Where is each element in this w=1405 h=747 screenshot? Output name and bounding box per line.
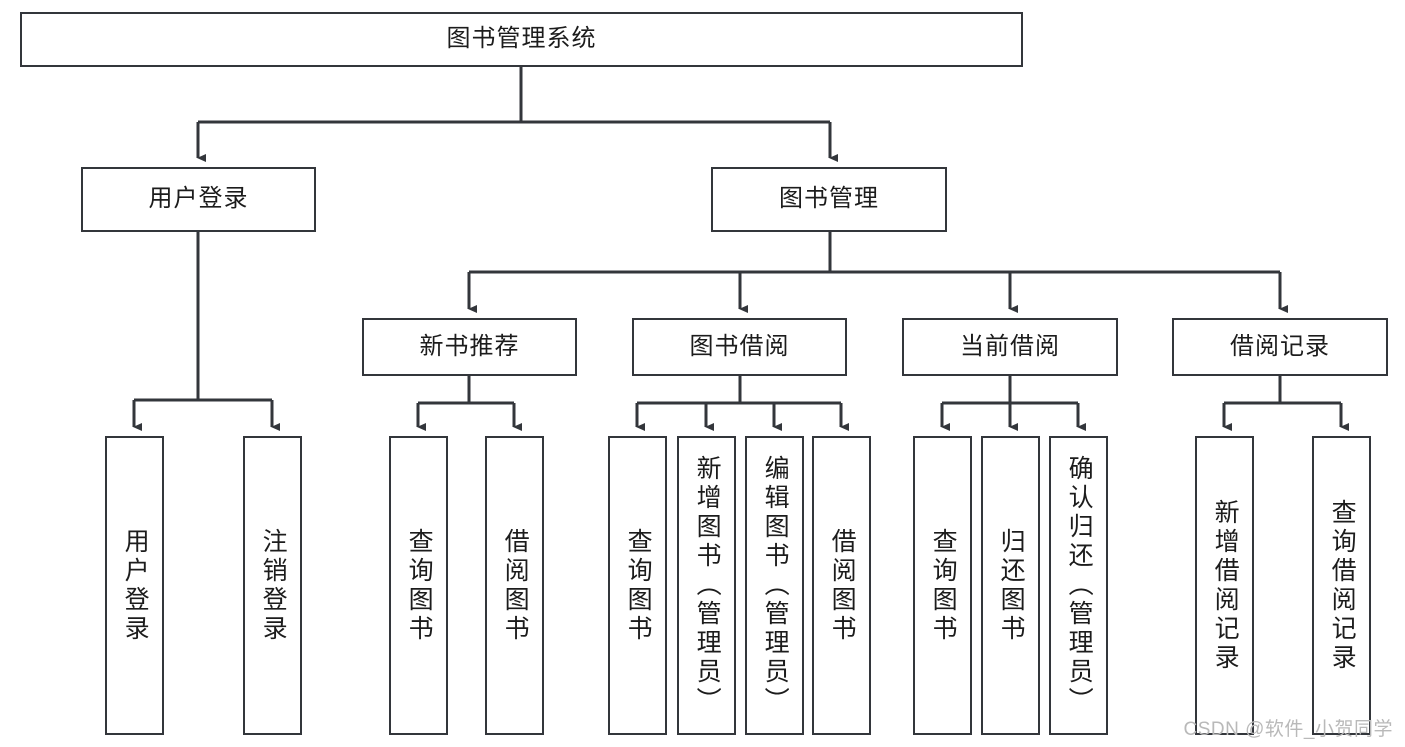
node-leaf-return-book[interactable]: 归还图书 [981, 436, 1040, 735]
node-leaf-add-record[interactable]: 新增借阅记录 [1195, 436, 1254, 735]
node-label: 当前借阅 [960, 332, 1060, 360]
node-label: 注销登录 [259, 527, 288, 644]
node-leaf-edit-book[interactable]: 编辑图书（管理员） [745, 436, 804, 735]
node-label: 查询图书 [624, 527, 653, 644]
node-leaf-user-logout[interactable]: 注销登录 [243, 436, 302, 735]
node-label: 新增借阅记录 [1211, 498, 1240, 673]
node-leaf-query-book-2[interactable]: 查询图书 [608, 436, 667, 735]
node-leaf-user-login[interactable]: 用户登录 [105, 436, 164, 735]
node-label: 图书管理系统 [446, 25, 597, 53]
node-borrow-record[interactable]: 借阅记录 [1172, 318, 1388, 376]
node-leaf-add-book[interactable]: 新增图书（管理员） [677, 436, 736, 735]
node-leaf-query-record[interactable]: 查询借阅记录 [1312, 436, 1371, 735]
node-leaf-query-book-1[interactable]: 查询图书 [389, 436, 448, 735]
node-label: 用户登录 [148, 185, 249, 213]
node-label: 确认归还（管理员） [1065, 455, 1094, 716]
node-leaf-borrow-book-2[interactable]: 借阅图书 [812, 436, 871, 735]
node-label: 新增图书（管理员） [693, 455, 722, 716]
watermark-text: CSDN @软件_小贺同学 [1183, 719, 1393, 740]
node-book-manage[interactable]: 图书管理 [711, 167, 947, 232]
node-user-login[interactable]: 用户登录 [81, 167, 316, 232]
node-leaf-query-book-3[interactable]: 查询图书 [913, 436, 972, 735]
node-label: 新书推荐 [419, 332, 520, 360]
node-label: 查询图书 [405, 527, 434, 644]
node-label: 查询借阅记录 [1328, 498, 1357, 673]
node-label: 借阅记录 [1230, 332, 1330, 360]
node-label: 用户登录 [121, 527, 150, 644]
node-current-borrow[interactable]: 当前借阅 [902, 318, 1118, 376]
node-label: 归还图书 [997, 527, 1026, 644]
node-label: 查询图书 [929, 527, 958, 644]
node-leaf-confirm-return[interactable]: 确认归还（管理员） [1049, 436, 1108, 735]
node-leaf-borrow-book-1[interactable]: 借阅图书 [485, 436, 544, 735]
node-label: 图书借阅 [689, 332, 790, 360]
node-label: 借阅图书 [828, 527, 857, 644]
node-new-book-recommend[interactable]: 新书推荐 [362, 318, 577, 376]
node-label: 图书管理 [779, 185, 879, 213]
node-label: 借阅图书 [501, 527, 530, 644]
node-root-book-management-system[interactable]: 图书管理系统 [20, 12, 1023, 67]
node-label: 编辑图书（管理员） [761, 455, 790, 716]
node-book-borrow[interactable]: 图书借阅 [632, 318, 847, 376]
